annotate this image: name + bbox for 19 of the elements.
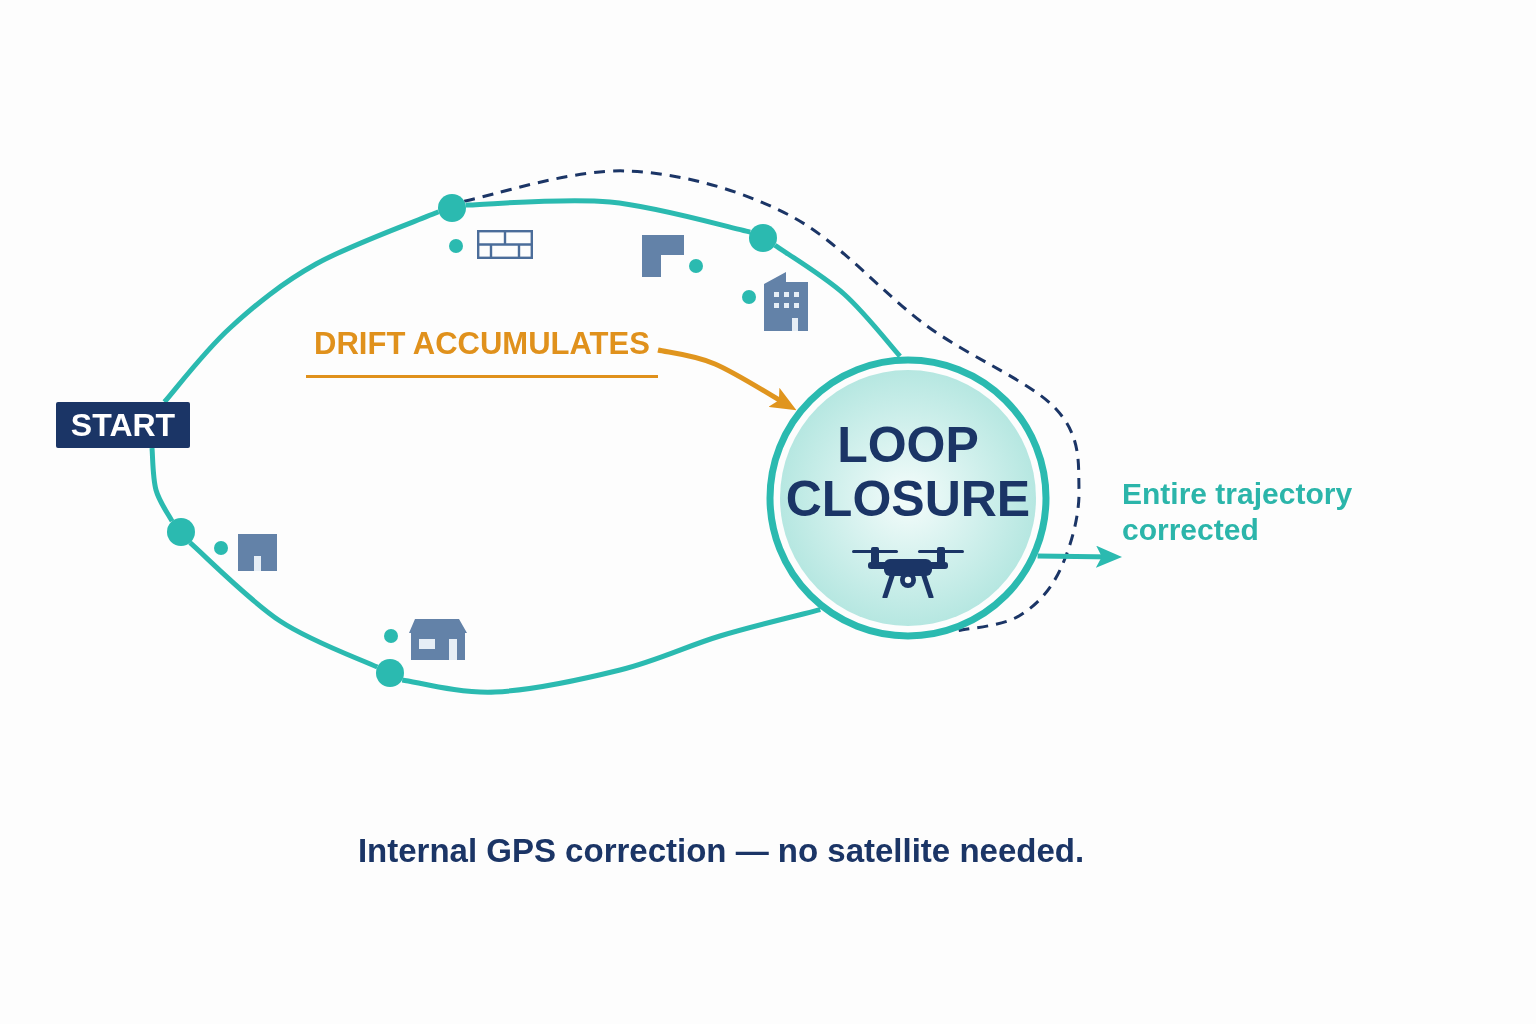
trajectory-line (188, 540, 379, 670)
trajectory-line (149, 447, 175, 523)
waypoint-dot (749, 224, 777, 252)
result-label: Entire trajectory corrected (1122, 470, 1372, 565)
trajectory-line (401, 607, 821, 695)
dashed-trajectory-line (463, 169, 1081, 633)
start-box: START (56, 402, 190, 448)
waypoint-dot (167, 518, 195, 546)
waypoint-dot (376, 659, 404, 687)
drift-label: DRIFT ACCUMULATES (306, 324, 658, 378)
trajectory-line (162, 209, 440, 404)
trajectory-line (773, 243, 902, 358)
arrow (657, 347, 796, 410)
circle-title: LOOP CLOSURE (784, 418, 1032, 526)
caption: Internal GPS correction — no satellite needed. (357, 832, 1085, 870)
trajectory-line (465, 198, 751, 235)
loop-closure-circle (766, 356, 1050, 640)
arrow (1037, 545, 1121, 568)
waypoint-dot (438, 194, 466, 222)
